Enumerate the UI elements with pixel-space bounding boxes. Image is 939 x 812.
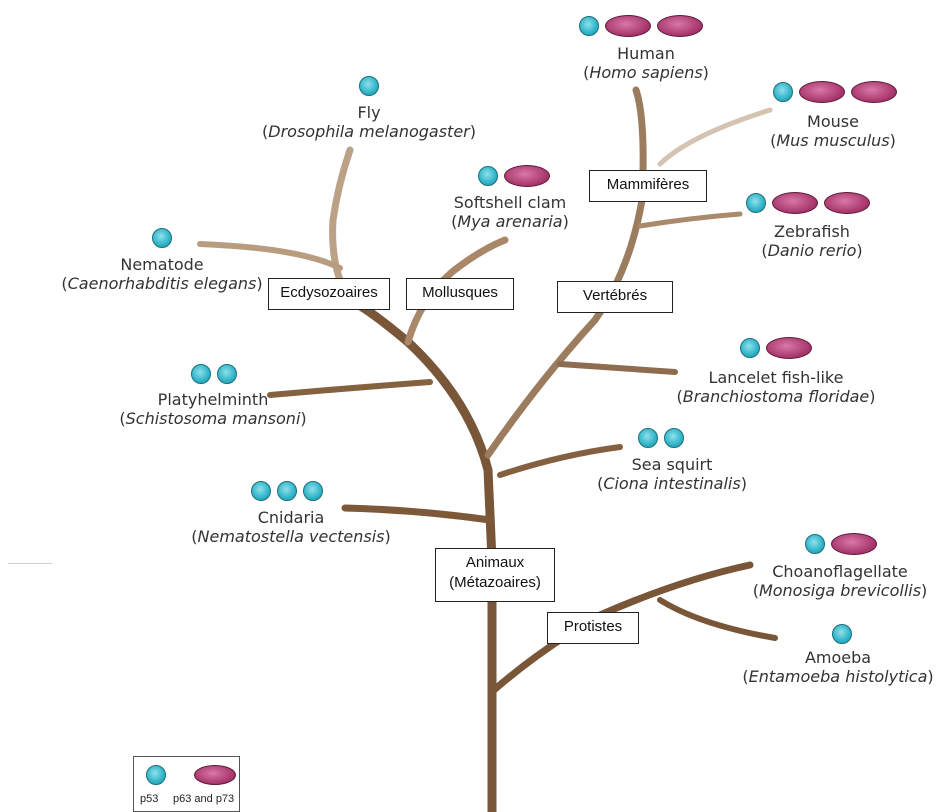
p53-icon (638, 428, 658, 448)
common-name: Mouse (807, 112, 859, 131)
legend-p63-p73-label: p63 and p73 (173, 793, 235, 805)
p53-icon (217, 364, 237, 384)
scientific-name: Entamoeba histolytica (748, 667, 928, 687)
cnidaria-branch (341, 504, 494, 524)
scientific-name: Mus musculus (776, 131, 890, 151)
organism-amoeba: Amoeba (Entamoeba histolytica) (740, 648, 936, 686)
p53-icon (664, 428, 684, 448)
p53-icon (251, 481, 271, 501)
legend-p53-label: p53 (140, 793, 159, 805)
organism-cnidaria: Cnidaria (Nematostella vectensis) (186, 508, 396, 546)
common-name: Fly (357, 103, 381, 122)
p63-p73-icon (831, 533, 877, 555)
p53-icon (746, 193, 766, 213)
common-name: Lancelet fish-like (708, 368, 844, 387)
amoeba-branch (657, 597, 778, 641)
cnidaria-gene-icons (251, 481, 323, 501)
organism-human: Human (Homo sapiens) (580, 44, 712, 82)
mouse-branch (657, 107, 773, 167)
p63-p73-icon (766, 337, 812, 359)
p53-icon (359, 76, 379, 96)
clade-mammiferes: Mammifères (589, 170, 707, 202)
p53-icon (152, 228, 172, 248)
common-name: Sea squirt (631, 455, 713, 474)
p63-p73-icon (772, 192, 818, 214)
scientific-name: Monosiga brevicollis (758, 581, 922, 601)
p63-p73-icon (194, 765, 236, 785)
p53-icon (773, 82, 793, 102)
p63-p73-icon (824, 192, 870, 214)
common-name: Platyhelminth (157, 390, 269, 409)
amoeba-gene-icons (832, 624, 852, 644)
mollusc-branch (404, 236, 509, 346)
p53-icon (740, 338, 760, 358)
sea-squirt-branch (497, 444, 623, 478)
mouse-gene-icons (773, 81, 897, 103)
common-name: Amoeba (804, 648, 872, 667)
scientific-name: Branchiostoma floridae (682, 387, 870, 407)
scientific-name: Danio rerio (767, 241, 857, 261)
common-name: Cnidaria (257, 508, 325, 527)
divider-line (8, 563, 52, 564)
clade-animaux-line1: Animaux (465, 554, 525, 571)
organism-choanoflagellate: Choanoflagellate (Monosiga brevicollis) (750, 562, 930, 600)
scientific-name: Caenorhabditis elegans (67, 274, 257, 294)
organism-lancelet: Lancelet fish-like (Branchiostoma florid… (670, 368, 882, 406)
p53-icon (478, 166, 498, 186)
scientific-name: Nematostella vectensis (197, 527, 385, 547)
trunk-branch (345, 295, 497, 812)
lancelet-gene-icons (740, 337, 812, 359)
nematode-gene-icons (152, 228, 172, 248)
clade-mollusques: Mollusques (406, 278, 514, 310)
legend: p53 p63 and p73 (133, 756, 240, 812)
p63-p73-icon (504, 165, 550, 187)
p53-icon (146, 765, 166, 785)
zebrafish-branch (637, 211, 743, 229)
clade-animaux: Animaux (Métazoaires) (435, 548, 555, 602)
clade-protistes: Protistes (547, 612, 639, 644)
organism-mouse: Mouse (Mus musculus) (766, 112, 900, 150)
scientific-name: Ciona intestinalis (603, 474, 741, 494)
scientific-name: Homo sapiens (589, 63, 703, 83)
clade-animaux-line2: (Métazoaires) (449, 574, 541, 592)
lancelet-branch (557, 361, 678, 375)
p53-icon (191, 364, 211, 384)
common-name: Zebrafish (774, 222, 850, 241)
scientific-name: Drosophila melanogaster (268, 122, 470, 142)
scientific-name: Mya arenaria (457, 212, 563, 232)
human-gene-icons (579, 15, 703, 37)
clade-ecdysozoaires: Ecdysozoaires (268, 278, 390, 310)
p63-p73-icon (657, 15, 703, 37)
organism-platyhelminth: Platyhelminth (Schistosoma mansoni) (115, 390, 311, 428)
p63-p73-icon (605, 15, 651, 37)
organism-zebrafish: Zebrafish (Danio rerio) (752, 222, 872, 260)
p53-icon (277, 481, 297, 501)
organism-sea-squirt: Sea squirt (Ciona intestinalis) (590, 455, 754, 493)
p53-icon (805, 534, 825, 554)
organism-nematode: Nematode (Caenorhabditis elegans) (55, 255, 269, 293)
choanoflagellate-gene-icons (805, 533, 877, 555)
softshell-clam-gene-icons (478, 165, 550, 187)
scientific-name: Schistosoma mansoni (125, 409, 301, 429)
common-name: Human (617, 44, 675, 63)
platyhelminth-gene-icons (191, 364, 237, 384)
zebrafish-gene-icons (746, 192, 870, 214)
p63-p73-icon (851, 81, 897, 103)
p53-icon (832, 624, 852, 644)
nematode-branch (197, 241, 343, 271)
organism-softshell-clam: Softshell clam (Mya arenaria) (442, 193, 578, 231)
platyhelminth-branch (267, 379, 433, 398)
organism-fly: Fly (Drosophila melanogaster) (254, 103, 484, 141)
common-name: Nematode (120, 255, 204, 274)
common-name: Softshell clam (453, 193, 567, 212)
clade-vertebres: Vertébrés (557, 281, 673, 313)
fly-gene-icons (359, 76, 379, 96)
vertebrate-branch (484, 86, 647, 459)
p53-icon (303, 481, 323, 501)
common-name: Choanoflagellate (772, 562, 908, 581)
sea-squirt-gene-icons (638, 428, 684, 448)
p63-p73-icon (799, 81, 845, 103)
p53-icon (579, 16, 599, 36)
